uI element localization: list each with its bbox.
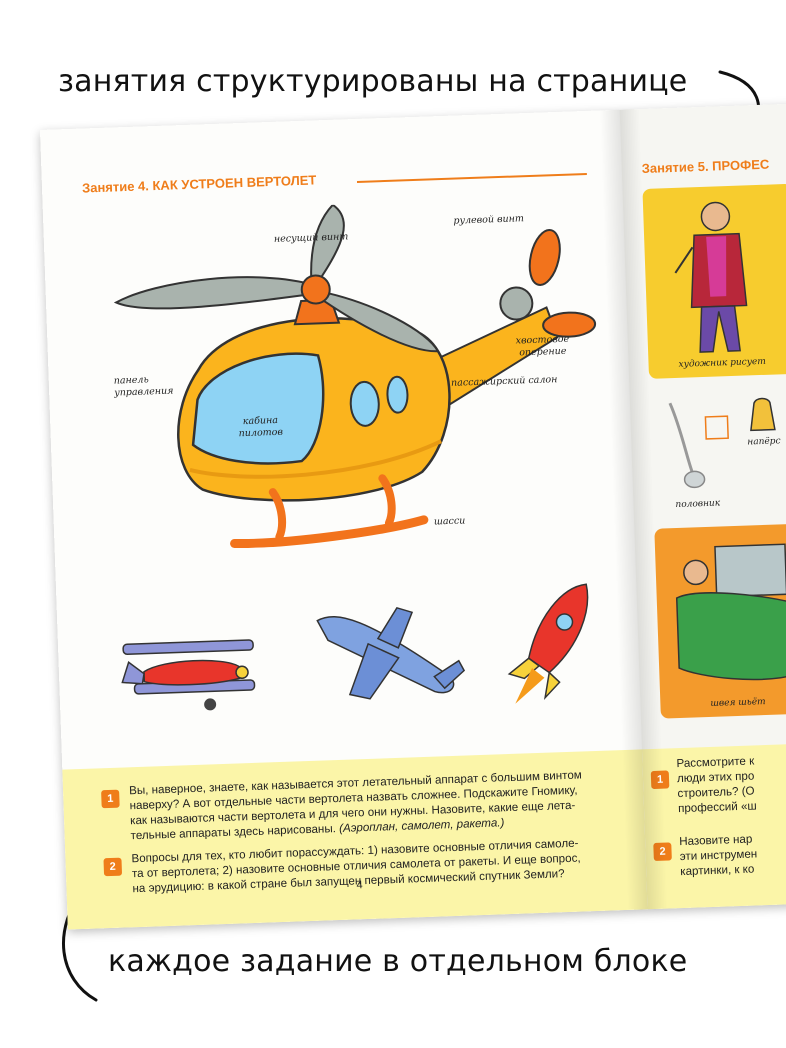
label-tail-rotor: рулевой винт [453,213,525,227]
right-task-1-text: Рассмотрите к люди этих про строитель? (… [676,754,757,816]
biplane-illustration [121,639,256,711]
bottom-annotation: каждое задание в отдельном блоке [108,944,688,979]
helicopter-illustration [113,203,597,549]
airplane-illustration [316,606,466,700]
artist-card: художник рисует [642,183,786,379]
seamstress-card: швея шьёт [654,523,786,719]
task-2-text: Вопросы для тех, кто любит порассуждать:… [131,836,581,896]
right-page: Занятие 5. ПРОФЕС художник рисует половн… [619,102,786,910]
right-task-2-text: Назовите нар эти инструмен картинки, к к… [678,832,758,879]
tasks-block: 1 Вы, наверное, знаете, как называется э… [62,749,648,930]
label-skids: шасси [433,515,466,528]
ladle-illustration [668,402,729,489]
task-2-number: 2 [103,857,123,877]
label-tail: хвостовое оперение [515,333,570,359]
top-annotation: занятия структурированы на странице [58,64,688,99]
left-page: Занятие 4. КАК УСТРОЕН ВЕРТОЛЕТ [40,109,648,930]
lesson-5-title: Занятие 5. ПРОФЕС [641,156,770,177]
seamstress-illustration [675,543,786,681]
artist-illustration [674,201,748,353]
seamstress-label: швея шьёт [710,697,766,709]
label-control-panel: панель управления [113,374,174,399]
title-underline [356,172,587,183]
rocket-illustration [507,583,589,704]
book-spread: Занятие 4. КАК УСТРОЕН ВЕРТОЛЕТ [40,102,786,930]
lesson-4-title: Занятие 4. КАК УСТРОЕН ВЕРТОЛЕТ [81,172,317,196]
label-cockpit: кабина пилотов [238,414,284,440]
page-number: 4 [356,879,363,892]
task-1-number: 1 [101,789,120,809]
thimble-illustration [750,397,776,432]
thimble-label: напёрс [747,436,781,448]
task-1-text: Вы, наверное, знаете, как называется это… [128,768,582,843]
ladle-label: половник [675,498,721,511]
